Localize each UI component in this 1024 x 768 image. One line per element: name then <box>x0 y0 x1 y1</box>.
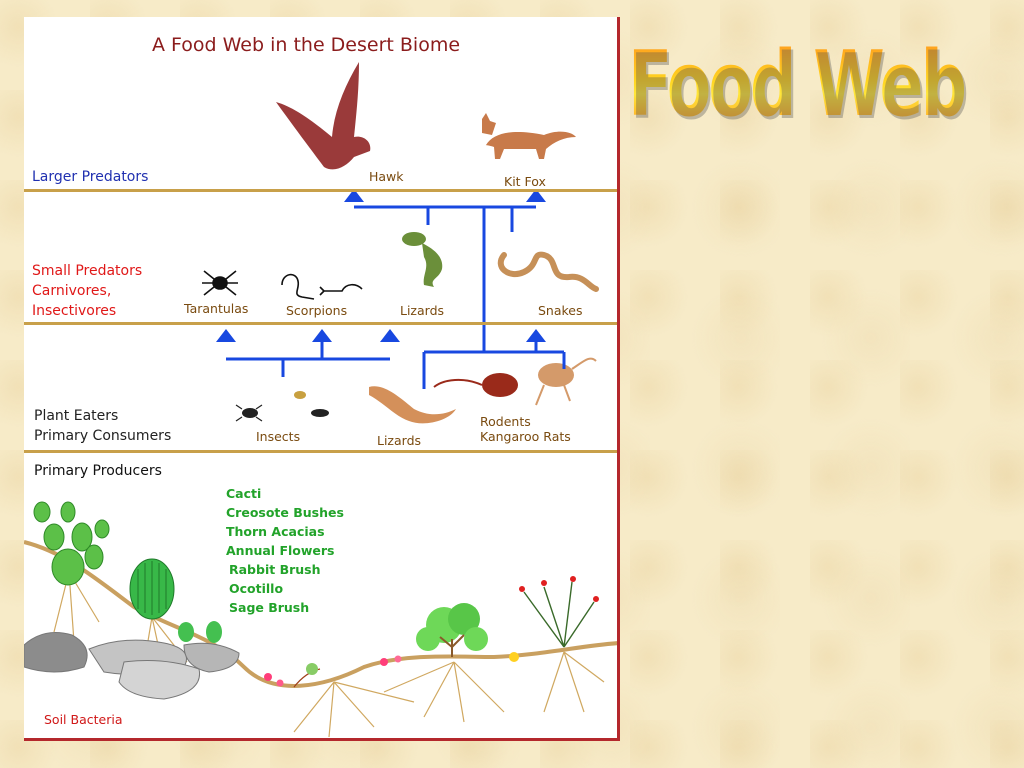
kangaroo-rat-icon <box>535 357 597 406</box>
acacia-shrub-icon <box>416 603 488 657</box>
label-soil-bacteria: Soil Bacteria <box>44 712 123 727</box>
food-web-arrows <box>226 205 566 389</box>
tarantula-icon <box>202 270 238 296</box>
divider-small-predators <box>24 322 617 325</box>
producer-item: Rabbit Brush <box>229 562 321 577</box>
level-small-predators: Small Predators Carnivores, Insectivores <box>32 261 142 321</box>
insects-icon <box>235 391 329 422</box>
diagram-artwork <box>24 62 617 738</box>
level-plant-eaters-line-1: Plant Eaters <box>34 408 119 424</box>
producer-item: Thorn Acacias <box>226 524 325 539</box>
label-scorpions: Scorpions <box>286 303 348 318</box>
level-small-predators-line-2: Carnivores, <box>32 283 112 299</box>
prickly-pear-cactus-icon <box>33 501 110 586</box>
label-rodents-line-2: Kangaroo Rats <box>480 429 571 444</box>
rocks-icon <box>24 632 240 700</box>
label-lizards-consumer: Lizards <box>377 433 422 448</box>
ocotillo-icon <box>519 576 599 648</box>
producer-item: Creosote Bushes <box>226 505 344 520</box>
rodent-icon <box>433 373 518 397</box>
label-kit-fox: Kit Fox <box>504 174 546 189</box>
scorpion-icon <box>281 273 363 300</box>
diagram-title: A Food Web in the Desert Biome <box>152 34 461 56</box>
level-small-predators-line-1: Small Predators <box>32 263 143 279</box>
label-insects: Insects <box>256 429 301 444</box>
label-snakes: Snakes <box>538 303 583 318</box>
label-lizards-predator: Lizards <box>400 303 445 318</box>
hawk-icon <box>276 62 371 170</box>
level-plant-eaters-line-2: Primary Consumers <box>34 428 172 444</box>
producer-list: Cacti Creosote Bushes Thorn Acacias Annu… <box>226 484 344 617</box>
lizard-consumer-icon <box>369 386 456 424</box>
annual-flowers-icon <box>264 652 519 688</box>
divider-plant-eaters <box>24 450 617 453</box>
lizard-predator-icon <box>402 232 443 287</box>
kit-fox-icon <box>482 113 576 159</box>
producer-item: Ocotillo <box>229 581 284 596</box>
producer-item: Sage Brush <box>229 600 310 615</box>
level-plant-eaters: Plant Eaters Primary Consumers <box>34 406 171 446</box>
arrowheads-icon <box>216 189 546 342</box>
label-tarantulas: Tarantulas <box>184 301 249 316</box>
producer-item: Annual Flowers <box>226 543 335 558</box>
barrel-cactus-icon <box>129 558 222 643</box>
label-rodents: Rodents Kangaroo Rats <box>480 414 571 444</box>
level-small-predators-line-3: Insectivores <box>32 303 117 319</box>
food-web-diagram: A Food Web in the Desert Biome Larger Pr… <box>24 17 620 741</box>
level-primary-producers: Primary Producers <box>34 463 162 479</box>
label-hawk: Hawk <box>369 169 404 184</box>
snake-icon <box>497 251 599 292</box>
producer-item: Cacti <box>226 486 262 501</box>
label-rodents-line-1: Rodents <box>480 414 531 429</box>
slide-title: Food Web <box>628 32 967 137</box>
divider-larger-predators <box>24 189 617 192</box>
level-larger-predators: Larger Predators <box>32 169 149 185</box>
